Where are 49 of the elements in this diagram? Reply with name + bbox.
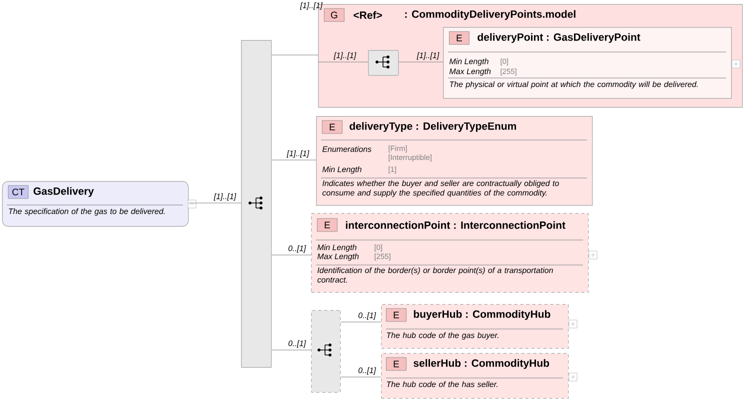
connector-line (188, 202, 242, 204)
element-name: : CommodityDeliveryPoints.model (405, 10, 576, 20)
type-badge: G (324, 8, 344, 22)
type-badge: E (386, 357, 406, 371)
cardinality-label: 0..[1] (358, 312, 376, 320)
element-box (381, 304, 578, 349)
type-badge: E (317, 218, 338, 232)
description: The physical or virtual point at which the commodity will be delivered. (450, 81, 698, 89)
connector-line (271, 54, 318, 56)
property-name: Min Length (322, 166, 362, 174)
element-name: deliveryType : DeliveryTypeEnum (350, 122, 516, 132)
description: Identification of the border(s) or border point(s) of a transportation contract. (317, 267, 553, 283)
element-name: deliveryPoint : GasDeliveryPoint (478, 33, 640, 43)
element-name: <Ref> (354, 11, 382, 19)
element-box (311, 213, 598, 293)
type-badge: E (322, 120, 342, 134)
property-name: Min Length (449, 58, 488, 66)
connector-line (340, 376, 382, 378)
description: The hub code of the gas buyer. (386, 332, 498, 340)
description: The specification of the gas to be delivered. (8, 208, 165, 216)
type-badge: CT (8, 185, 28, 199)
element-box (316, 116, 593, 206)
type-badge: E (449, 31, 470, 45)
element-name: buyerHub : CommodityHub (414, 310, 550, 320)
property-name: Enumerations (322, 146, 372, 152)
cardinality-label: 0..[1] (358, 367, 376, 375)
type-badge: E (386, 308, 406, 322)
cardinality-label: 0..[1] (288, 340, 306, 348)
cardinality-label: 0..[1] (288, 245, 306, 253)
cardinality-label: [1]..[1] (300, 2, 323, 10)
cardinality-label: [1]..[1] (334, 52, 356, 60)
property-name: Min Length (317, 244, 356, 252)
cardinality-label: [1]..[1] (286, 150, 310, 158)
element-box (443, 27, 740, 99)
element-box (381, 353, 578, 399)
choice-box (311, 310, 341, 393)
property-name: Max Length (317, 253, 359, 261)
sequence-box (368, 50, 399, 76)
element-name: sellerHub : CommodityHub (414, 359, 550, 369)
sequence-bar (241, 40, 272, 368)
complex-type-box (2, 181, 196, 227)
cardinality-label: [1]..[1] (214, 193, 236, 201)
description: Indicates whether the buyer and seller are contractually obliged to consume and supply the specified quantities of the commodity. (322, 180, 559, 198)
property-name: Max Length (449, 68, 491, 76)
cardinality-label: [1]..[1] (416, 52, 440, 60)
element-name: GasDelivery (34, 187, 94, 197)
description: The hub code of the has seller. (386, 381, 498, 388)
element-name: interconnectionPoint : InterconnectionPoint (346, 221, 566, 229)
connector-line (271, 254, 312, 256)
